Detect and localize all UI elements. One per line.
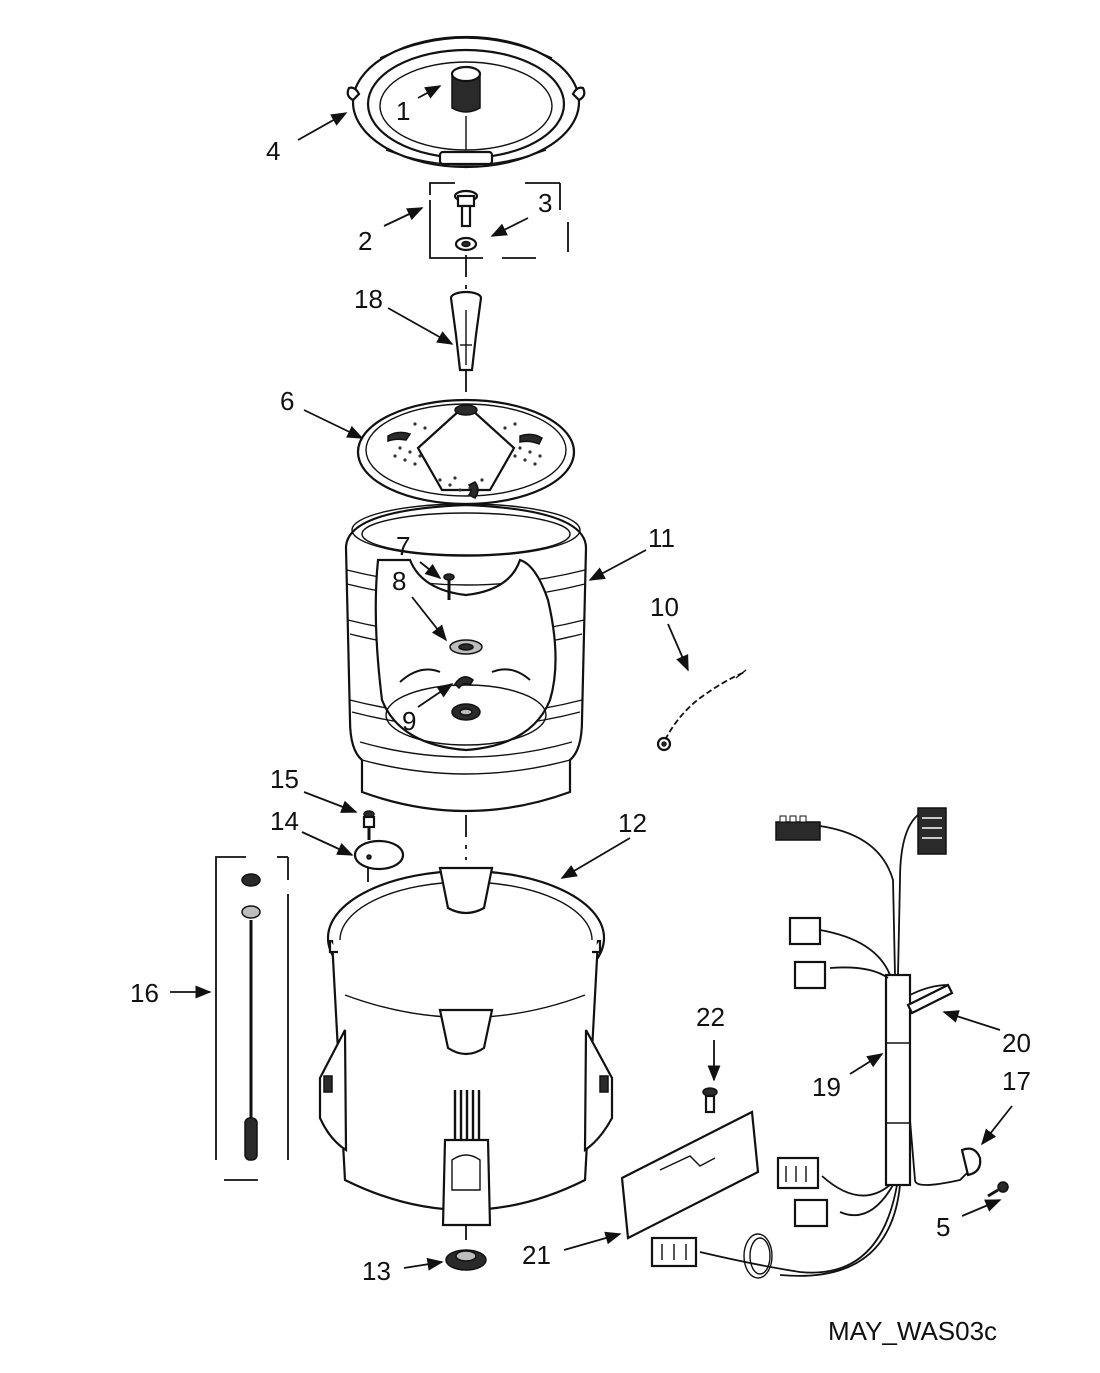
agitator-cap-part (450, 65, 482, 150)
callout-6: 6 (280, 386, 294, 416)
bolt-kit-bracket (429, 182, 569, 259)
callout-17: 17 (1002, 1066, 1031, 1096)
callout-2: 2 (358, 226, 372, 256)
callout-16: 16 (130, 978, 159, 1008)
callout-7: 7 (396, 531, 410, 561)
plate-screw-part (702, 1087, 718, 1114)
access-cover-part (353, 839, 405, 871)
suspension-rod-part (241, 873, 261, 1161)
callout-13: 13 (362, 1256, 391, 1286)
callout-1: 1 (396, 96, 410, 126)
callout-12: 12 (618, 808, 647, 838)
callout-20: 20 (1002, 1028, 1031, 1058)
hose-part (906, 983, 954, 1015)
callout-9: 9 (402, 706, 416, 736)
cover-screw-part (362, 810, 376, 840)
callout-8: 8 (392, 566, 406, 596)
screw-part (443, 573, 455, 600)
callout-4: 4 (266, 136, 280, 166)
callout-15: 15 (270, 764, 299, 794)
callout-10: 10 (650, 592, 679, 622)
clamp-part (960, 1147, 982, 1177)
callout-21: 21 (522, 1240, 551, 1270)
harness-screw-part (987, 1181, 1009, 1198)
mounting-plate-part (620, 1110, 760, 1240)
outer-tub-part (318, 866, 614, 1227)
callout-labels: 1 4 2 3 18 6 7 8 9 11 10 15 14 12 16 22 … (130, 96, 1031, 1286)
callout-3: 3 (538, 188, 552, 218)
bolt-part (453, 189, 479, 228)
tub-seal-part (445, 1249, 487, 1271)
agitator-insert-part (449, 290, 483, 372)
callout-19: 19 (812, 1072, 841, 1102)
callout-18: 18 (354, 284, 383, 314)
suspension-rod-bracket (215, 856, 289, 1181)
callout-22: 22 (696, 1002, 725, 1032)
callout-14: 14 (270, 806, 299, 836)
wire-harness-part (650, 807, 973, 1279)
wash-basket-part (344, 503, 588, 813)
diagram-code: MAY_WAS03c (828, 1316, 997, 1346)
leader-arrows (170, 85, 1013, 1271)
impeller-part (356, 398, 576, 506)
callout-11: 11 (648, 523, 675, 553)
ground-wire-part (656, 669, 747, 752)
callout-5: 5 (936, 1212, 950, 1242)
washer-part (454, 236, 478, 252)
